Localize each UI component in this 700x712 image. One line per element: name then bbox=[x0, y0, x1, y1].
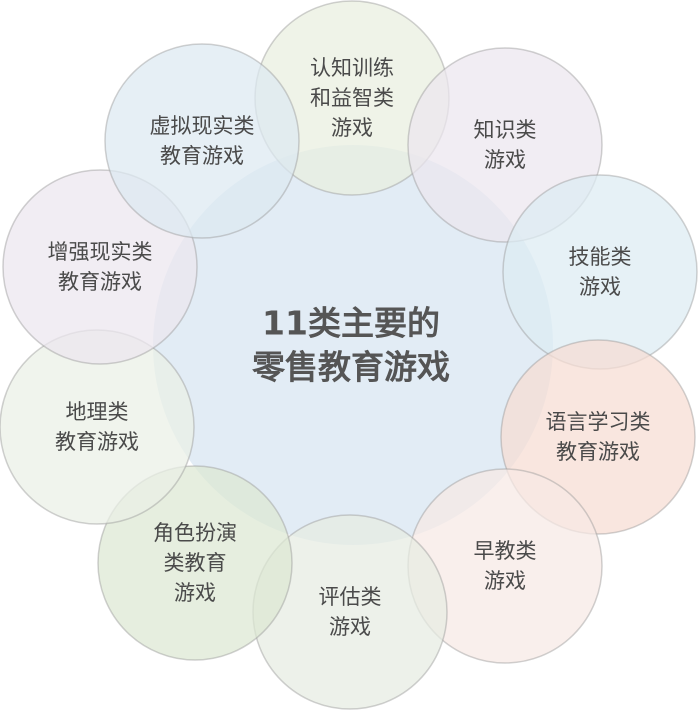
category-label: 技能类 bbox=[569, 245, 632, 269]
category-label: 增强现实类 bbox=[48, 240, 153, 264]
category-label: 虚拟现实类 bbox=[150, 114, 255, 138]
category-label: 教育游戏 bbox=[55, 430, 139, 454]
category-circle bbox=[97, 465, 293, 661]
category-label: 早教类 bbox=[474, 539, 537, 563]
center-title-line: 11类主要的 bbox=[262, 304, 440, 343]
category-label: 评估类 bbox=[319, 585, 382, 609]
category-label: 知识类 bbox=[474, 118, 537, 142]
category-label: 和益智类 bbox=[310, 86, 394, 110]
center-title-line: 零售教育游戏 bbox=[252, 348, 450, 387]
category-label: 地理类 bbox=[66, 400, 129, 424]
category-label: 游戏 bbox=[579, 275, 621, 299]
center-circle bbox=[153, 145, 553, 545]
category-label: 游戏 bbox=[484, 569, 526, 593]
category-label: 角色扮演 bbox=[153, 521, 237, 545]
category-label: 游戏 bbox=[329, 615, 371, 639]
category-label: 认知训练 bbox=[310, 56, 394, 80]
category-label: 游戏 bbox=[331, 116, 373, 140]
category-label: 教育游戏 bbox=[160, 144, 244, 168]
category-circle bbox=[104, 43, 300, 239]
category-labels: 认知训练和益智类游戏知识类游戏技能类游戏语言学习类教育游戏早教类游戏评估类游戏角… bbox=[48, 56, 651, 639]
category-label: 游戏 bbox=[174, 581, 216, 605]
category-label: 教育游戏 bbox=[556, 440, 640, 464]
category-label: 语言学习类 bbox=[546, 410, 651, 434]
category-label: 类教育 bbox=[164, 551, 227, 575]
category-label: 教育游戏 bbox=[58, 270, 142, 294]
category-label: 游戏 bbox=[484, 148, 526, 172]
